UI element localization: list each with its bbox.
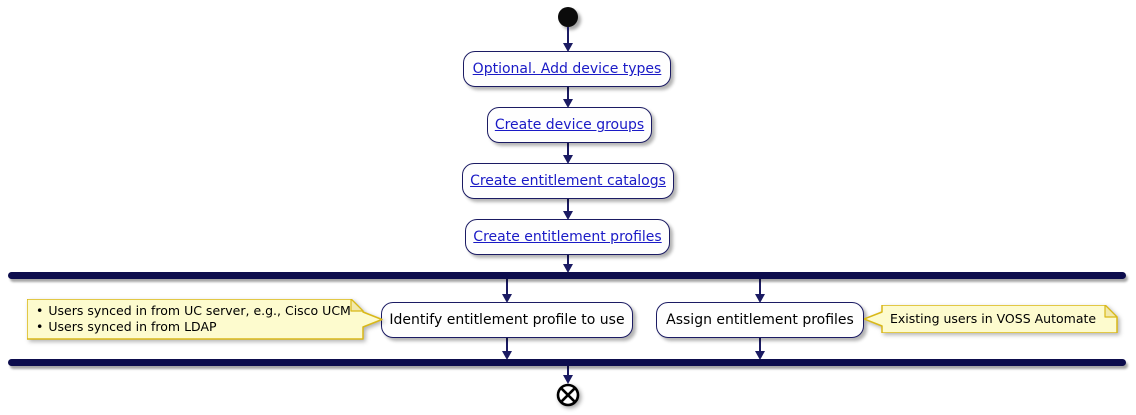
arrowhead-icon	[563, 155, 573, 164]
arrowhead-icon	[563, 43, 573, 52]
activity-create-device-groups: Create device groups	[487, 107, 652, 143]
flow-arrow	[563, 87, 573, 108]
arrowhead-icon	[755, 294, 765, 303]
arrowhead-icon	[563, 211, 573, 220]
flow-arrow	[563, 143, 573, 164]
fork-bar	[8, 272, 1126, 279]
create-entitlement-catalogs-link[interactable]: Create entitlement catalogs	[470, 173, 666, 189]
arrowhead-icon	[563, 375, 573, 384]
create-entitlement-profiles-link[interactable]: Create entitlement profiles	[473, 229, 662, 245]
create-device-groups-link[interactable]: Create device groups	[494, 117, 645, 133]
note-left: Users synced in from UC server, e.g., Ci…	[27, 299, 383, 341]
arrowhead-icon	[563, 264, 573, 273]
activity-identify-entitlement-profile: Identify entitlement profile to use	[381, 302, 633, 338]
flow-arrow	[563, 365, 573, 384]
flow-arrow	[755, 338, 765, 360]
join-bar	[8, 359, 1126, 366]
activity-create-entitlement-catalogs: Create entitlement catalogs	[462, 163, 674, 199]
note-left-text: Users synced in from UC server, e.g., Ci…	[36, 303, 351, 335]
note-right-text: Existing users in VOSS Automate	[890, 311, 1097, 326]
activity-add-device-types: Optional. Add device types	[463, 51, 671, 87]
flow-arrow	[563, 199, 573, 220]
flow-arrow	[502, 279, 512, 303]
flow-final-icon	[556, 383, 580, 407]
assign-entitlement-profiles-label: Assign entitlement profiles	[666, 312, 854, 328]
identify-entitlement-profile-label: Identify entitlement profile to use	[389, 312, 625, 328]
flow-arrow	[563, 27, 573, 52]
note-right: Existing users in VOSS Automate	[864, 305, 1118, 333]
activity-assign-entitlement-profiles: Assign entitlement profiles	[656, 302, 864, 338]
flow-arrow	[755, 279, 765, 303]
arrowhead-icon	[563, 99, 573, 108]
arrowhead-icon	[502, 294, 512, 303]
start-node	[558, 7, 578, 27]
note-bullet-item: Users synced in from LDAP	[36, 319, 351, 335]
note-shape	[864, 305, 1118, 333]
activity-create-entitlement-profiles: Create entitlement profiles	[465, 219, 670, 255]
note-bullet-item: Users synced in from UC server, e.g., Ci…	[36, 303, 350, 319]
arrowhead-icon	[502, 351, 512, 360]
end-node	[556, 383, 581, 408]
arrowhead-icon	[755, 351, 765, 360]
add-device-types-link[interactable]: Optional. Add device types	[472, 61, 662, 77]
flow-arrow	[502, 338, 512, 360]
flow-arrow	[563, 255, 573, 273]
